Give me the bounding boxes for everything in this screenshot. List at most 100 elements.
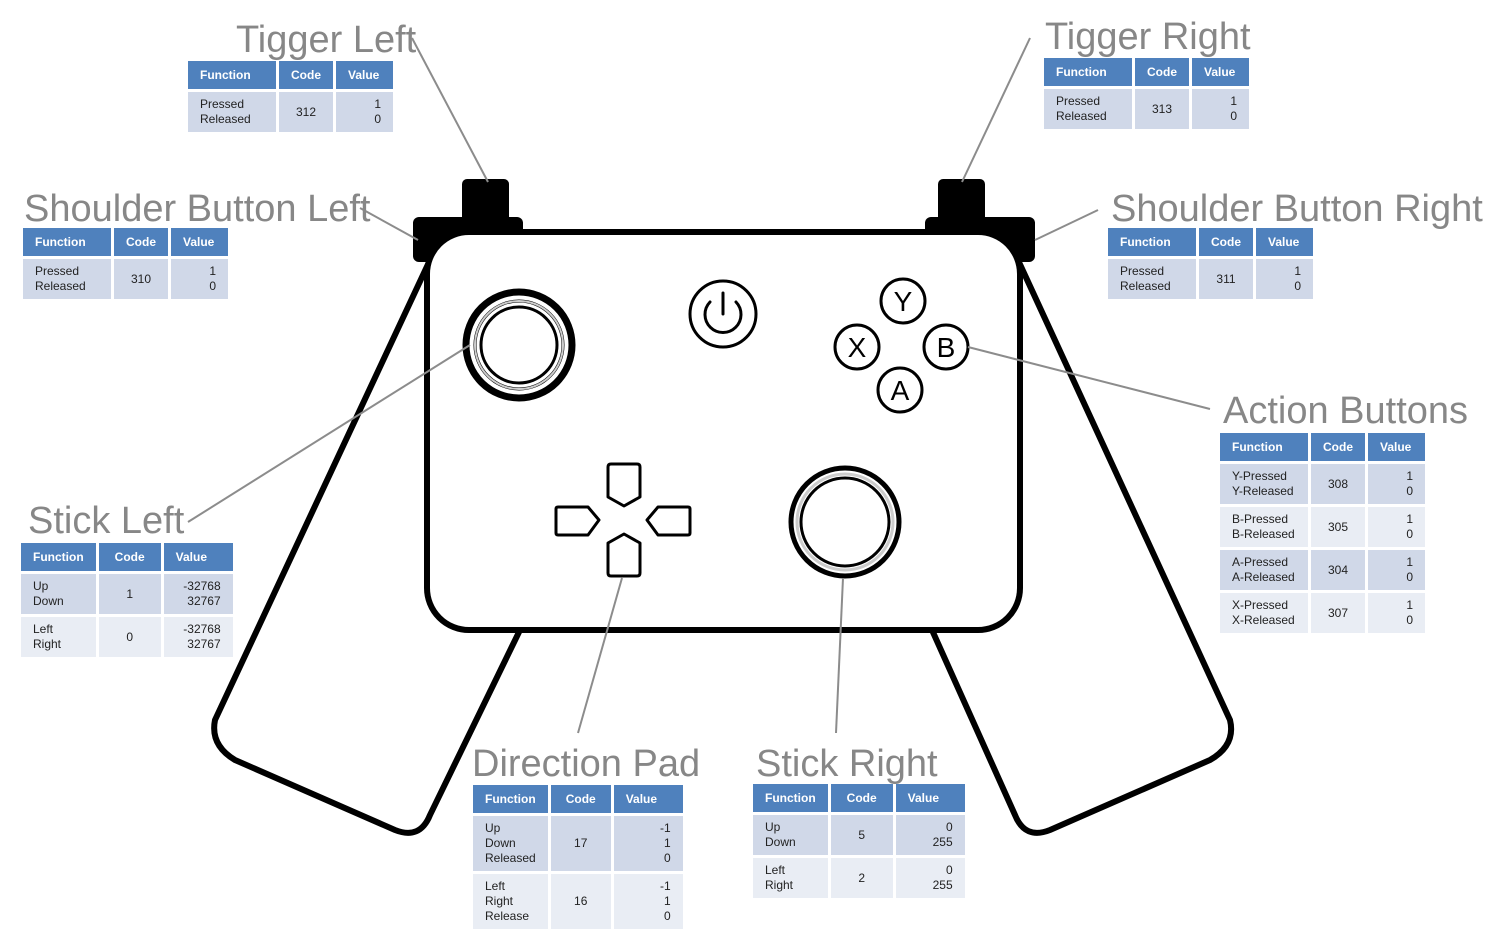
header-function: Function (473, 785, 548, 813)
leader-stick-left (187, 344, 471, 523)
cell-function: Left Right (753, 858, 828, 898)
cell-function: Left Right (21, 617, 96, 657)
header-value: Value (1192, 58, 1249, 86)
stick-left-shape (462, 288, 576, 402)
cell-code: 17 (550, 816, 611, 871)
leader-action-buttons (967, 346, 1211, 410)
cell-function: Up Down (21, 574, 96, 614)
header-code: Code (114, 228, 168, 256)
header-function: Function (1220, 433, 1308, 461)
trigger-right-shape (938, 179, 985, 227)
cell-code: 313 (1135, 89, 1189, 129)
direction-pad-shape (554, 462, 692, 578)
cell-code: 312 (279, 92, 333, 132)
cell-value: 1 0 (336, 92, 393, 132)
stick-right-title: Stick Right (756, 743, 938, 785)
cell-function: Left Right Release (473, 874, 548, 929)
header-function: Function (23, 228, 111, 256)
header-value: Value (613, 785, 683, 813)
cell-function: Up Down Released (473, 816, 548, 871)
leader-shoulder-right (1034, 209, 1099, 241)
cell-function: Y-Pressed Y-Released (1220, 464, 1308, 504)
button-b: B (922, 323, 970, 371)
action-buttons-title: Action Buttons (1223, 390, 1469, 432)
cell-value: -1 1 0 (613, 816, 683, 871)
cell-value: -32768 32767 (163, 617, 233, 657)
leader-stick-right (835, 577, 844, 734)
header-value: Value (1368, 433, 1425, 461)
button-a-label: A (891, 375, 910, 406)
cell-code: 311 (1199, 259, 1253, 299)
cell-code: 307 (1311, 593, 1365, 633)
cell-function: X-Pressed X-Released (1220, 593, 1308, 633)
button-x: X (833, 323, 881, 371)
stick-right-shape (788, 465, 902, 579)
cell-code: 308 (1311, 464, 1365, 504)
leader-tigger-right (961, 37, 1031, 183)
cell-function: Pressed Released (188, 92, 276, 132)
cell-value: -32768 32767 (163, 574, 233, 614)
cell-function: Pressed Released (23, 259, 111, 299)
cell-value: 1 0 (1368, 550, 1425, 590)
cell-code: 2 (830, 858, 893, 898)
button-x-label: X (848, 332, 867, 363)
cell-value: 0 255 (895, 858, 965, 898)
cell-function: Pressed Released (1108, 259, 1196, 299)
shoulder-left-title: Shoulder Button Left (24, 188, 371, 230)
tigger-right-title: Tigger Right (1045, 16, 1251, 58)
header-function: Function (188, 61, 276, 89)
header-code: Code (1199, 228, 1253, 256)
stick-left-title: Stick Left (28, 500, 185, 542)
cell-function: A-Pressed A-Released (1220, 550, 1308, 590)
header-value: Value (336, 61, 393, 89)
cell-code: 0 (98, 617, 161, 657)
leader-shoulder-left (359, 207, 419, 241)
button-b-label: B (937, 332, 956, 363)
cell-value: 1 0 (1368, 464, 1425, 504)
cell-value: 1 0 (1368, 507, 1425, 547)
cell-code: 310 (114, 259, 168, 299)
cell-code: 1 (98, 574, 161, 614)
tigger-left-title: Tigger Left (236, 19, 417, 61)
header-code: Code (1311, 433, 1365, 461)
power-icon (688, 279, 758, 349)
header-value: Value (1256, 228, 1313, 256)
shoulder-right-title: Shoulder Button Right (1111, 188, 1483, 230)
cell-code: 305 (1311, 507, 1365, 547)
header-code: Code (98, 543, 161, 571)
header-function: Function (753, 784, 828, 812)
cell-value: 1 0 (171, 259, 228, 299)
cell-function: B-Pressed B-Released (1220, 507, 1308, 547)
header-function: Function (1108, 228, 1196, 256)
cell-code: 304 (1311, 550, 1365, 590)
cell-function: Pressed Released (1044, 89, 1132, 129)
button-a: A (876, 366, 924, 414)
button-y-label: Y (894, 286, 913, 317)
header-function: Function (1044, 58, 1132, 86)
header-value: Value (171, 228, 228, 256)
header-code: Code (830, 784, 893, 812)
header-code: Code (1135, 58, 1189, 86)
cell-value: -1 1 0 (613, 874, 683, 929)
button-y: Y (879, 277, 927, 325)
